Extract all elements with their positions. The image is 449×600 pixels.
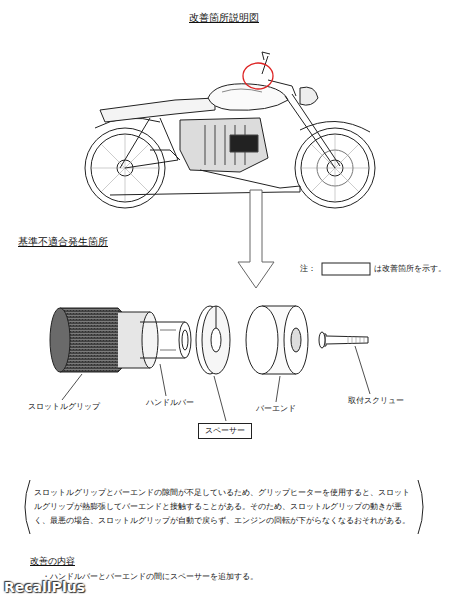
section-heading: 基準不適合発生箇所 [18,236,108,248]
note-text: 注： [300,264,316,274]
part-name: スロットルグリップ [28,402,100,412]
down-arrow [238,190,274,288]
bracket [418,480,423,534]
title: 改善箇所説明図 [189,12,259,24]
exploded-view [50,306,368,374]
motorcycle [85,52,375,208]
part-name: 取付スクリュー [348,396,404,406]
leader-lines [62,346,370,421]
callout-box: スペーサー [198,423,252,439]
note-paragraph: スロットルグリップとバーエンドの隙間が不足しているため、グリップヒーターを使用す… [20,480,428,534]
node-text: スペーサー [205,426,245,436]
marker-box [322,263,370,275]
watermark: RecallPlus [4,579,85,596]
part-name: バーエンド [256,404,296,414]
section-heading: 改善の内容 [30,556,75,567]
node-text: スロットルグリップとバーエンドの隙間が不足しているため、グリップヒーターを使用す… [34,486,414,528]
part-name: ハンドルバー [146,398,194,408]
note-text: は改善箇所を示す。 [374,264,446,274]
highlight-circle [243,63,273,89]
bracket [25,480,30,534]
